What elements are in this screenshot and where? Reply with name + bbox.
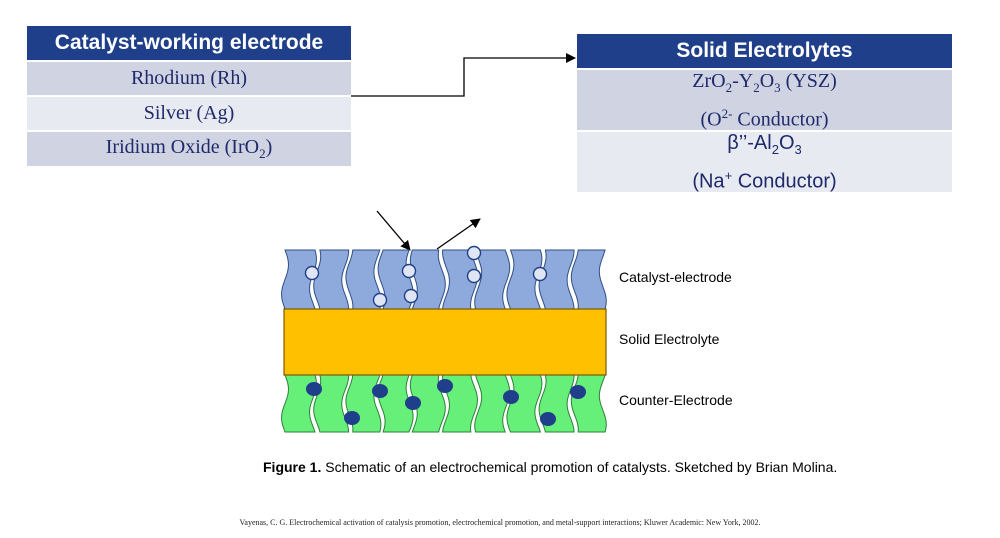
ion-marker (306, 382, 322, 396)
beta-alumina-formula: β’’-Al2O3 (727, 131, 802, 157)
solid-electrolyte-layer (283, 308, 607, 376)
ion-marker (344, 411, 360, 425)
incoming-gas-arrow (376, 210, 411, 251)
ion-marker (372, 384, 388, 398)
table-connector-arrow (351, 53, 576, 97)
oxygen-ion-marker (372, 292, 388, 308)
electrolyte-row-beta-alumina: β’’-Al2O3 (Na+ Conductor) (577, 130, 952, 192)
electrolytes-table-header: Solid Electrolytes (577, 34, 952, 68)
ion-marker (405, 396, 421, 410)
beta-alumina-conductor: (Na+ Conductor) (692, 167, 837, 193)
oxygen-ion-marker (401, 263, 417, 279)
label-counter-electrode: Counter-Electrode (619, 392, 733, 408)
figure-caption: Figure 1. Schematic of an electrochemica… (263, 459, 837, 475)
ysz-conductor: (O2- Conductor) (700, 105, 829, 131)
ion-marker (437, 379, 453, 393)
electrolyte-row-ysz: ZrO2-Y2O3 (YSZ) (O2- Conductor) (577, 68, 952, 130)
ion-marker (503, 390, 519, 404)
outgoing-gas-arrow (436, 218, 481, 250)
oxygen-species (304, 245, 548, 308)
catalyst-row-silver: Silver (Ag) (27, 95, 351, 130)
counter-grain (570, 374, 607, 433)
figure-label: Figure 1. (263, 459, 322, 475)
ysz-formula: ZrO2-Y2O3 (YSZ) (692, 69, 837, 95)
counter-grain (474, 374, 511, 433)
catalyst-table-header: Catalyst-working electrode (27, 26, 351, 60)
catalyst-row-iridium-oxide: Iridium Oxide (IrO2) (27, 130, 351, 166)
oxygen-ion-marker (532, 266, 548, 282)
catalyst-grain (313, 249, 350, 310)
oxygen-ion-marker (466, 268, 482, 284)
catalyst-electrode-table: Catalyst-working electrode Rhodium (Rh) … (27, 26, 351, 166)
catalyst-row-rhodium: Rhodium (Rh) (27, 60, 351, 95)
oxygen-ion-marker (403, 288, 419, 304)
catalyst-electrode-layer (280, 249, 607, 310)
ion-marker (570, 385, 586, 399)
reference-citation: Vayenas, C. G. Electrochemical activatio… (239, 518, 761, 527)
oxygen-ion-marker (304, 265, 320, 281)
solid-electrolytes-table: Solid Electrolytes ZrO2-Y2O3 (YSZ) (O2- … (577, 34, 952, 192)
ion-marker (540, 412, 556, 426)
label-catalyst-electrode: Catalyst-electrode (619, 269, 732, 285)
counter-electrode-ions (306, 379, 586, 426)
oxygen-ion-marker (466, 245, 482, 261)
catalyst-grain (570, 249, 607, 310)
figure-caption-text: Schematic of an electrochemical promotio… (321, 459, 838, 475)
iridium-text: Iridium Oxide (IrO2) (105, 136, 273, 161)
label-solid-electrolyte: Solid Electrolyte (619, 331, 720, 347)
